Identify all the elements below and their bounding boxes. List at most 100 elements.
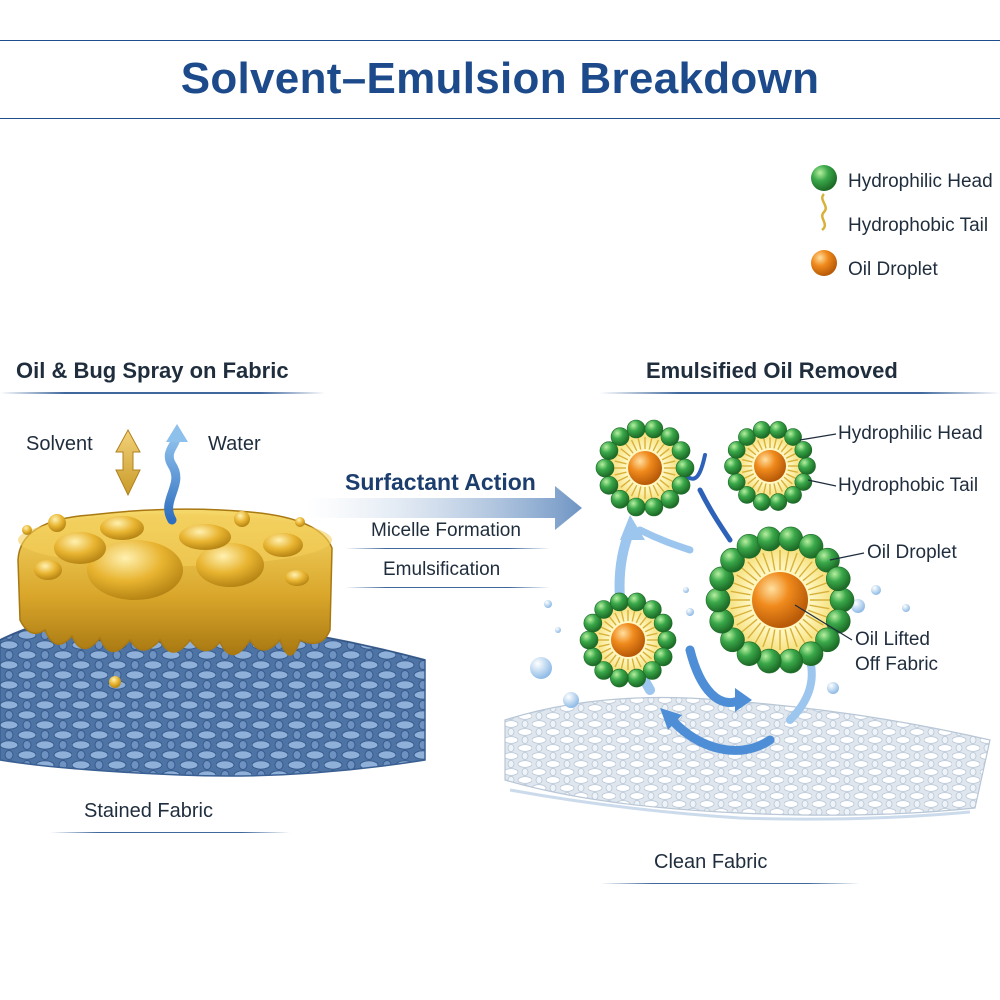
- hydrophobic-tail: [656, 482, 665, 493]
- hydrophilic-head: [724, 457, 742, 475]
- clean-caption-rule: [600, 883, 860, 884]
- hydrophobic-tail: [661, 453, 674, 461]
- hydrophobic-tail: [656, 443, 665, 454]
- micelle: [724, 421, 816, 511]
- hydrophobic-tail: [620, 448, 631, 457]
- green-sphere-icon: [811, 165, 837, 191]
- hydrophobic-tail: [747, 622, 762, 639]
- hydrophilic-head: [671, 441, 691, 460]
- hydrophobic-tail: [663, 471, 676, 476]
- hydrophilic-head: [736, 641, 762, 666]
- hydrophobic-tail: [608, 616, 617, 626]
- hydrophilic-head: [671, 476, 691, 495]
- hydrophilic-head: [778, 648, 804, 674]
- hydrophilic-head: [738, 486, 756, 504]
- hydrophilic-head: [644, 497, 664, 517]
- left-panel-title: Oil & Bug Spray on Fabric: [16, 358, 289, 383]
- hydrophobic-tail: [604, 620, 614, 629]
- hydrophobic-tail: [635, 656, 642, 668]
- hydrophilic-head: [769, 421, 788, 439]
- hydrophilic-head: [599, 476, 619, 495]
- hydrophobic-tail: [809, 604, 830, 610]
- hydrophobic-tail: [807, 582, 828, 591]
- left-title-rule: [0, 392, 325, 394]
- hydrophobic-tail: [783, 476, 793, 485]
- hydrophobic-tail: [741, 618, 758, 633]
- hydrophobic-tail: [661, 475, 674, 483]
- hydrophobic-tail: [742, 469, 753, 474]
- hydrophilic-head: [657, 630, 677, 650]
- hydrophobic-tail: [659, 479, 670, 488]
- hydrophobic-tail: [798, 622, 813, 639]
- solvent-label: Solvent: [26, 433, 93, 455]
- hydrophilic-head: [798, 457, 816, 475]
- hydrophilic-head: [579, 630, 599, 650]
- hydrophobic-tail: [747, 447, 757, 456]
- hydrophobic-tail: [787, 458, 798, 463]
- hydrophobic-tail: [741, 567, 758, 582]
- hydrophobic-tail: [773, 483, 778, 494]
- water-label: Water: [208, 433, 261, 455]
- hydrophilic-head: [825, 566, 851, 592]
- hydrophobic-tail: [770, 550, 776, 571]
- hydrophobic-tail: [732, 609, 753, 618]
- hydrophobic-tail: [652, 439, 660, 452]
- hydrophilic-head: [815, 547, 840, 573]
- micelle: [705, 526, 855, 674]
- hydrophobic-tail: [616, 453, 629, 461]
- hydrophobic-tail: [754, 625, 766, 644]
- hydrophobic-tail: [620, 479, 631, 488]
- micelle-group: [579, 419, 855, 688]
- hydrophilic-head: [644, 419, 664, 439]
- hydrophilic-head: [660, 427, 680, 447]
- hydrophobic-tail: [614, 656, 621, 668]
- hydrophilic-head: [720, 547, 745, 573]
- hydrophilic-head: [610, 592, 629, 612]
- orange-sphere-icon: [811, 250, 837, 276]
- oil-droplet-core: [754, 450, 786, 482]
- hydrophobic-tail: [802, 618, 819, 633]
- hydrophobic-tail: [762, 438, 767, 449]
- hydrophobic-tail: [785, 453, 796, 459]
- hydrophobic-tail: [747, 561, 762, 578]
- legend-item-tail: Hydrophobic Tail: [806, 204, 1000, 248]
- hydrophilic-head: [594, 661, 613, 680]
- hydrophilic-head: [815, 627, 840, 653]
- hydrophilic-head: [626, 497, 646, 517]
- hydrophilic-head: [653, 647, 673, 667]
- emulsification-rule: [345, 587, 550, 588]
- hydrophobic-tail: [742, 458, 753, 463]
- hydrophobic-tail: [646, 643, 658, 648]
- hydrophobic-tail: [732, 582, 753, 591]
- hydrophobic-tail: [635, 612, 642, 624]
- hydrophilic-head: [594, 600, 613, 619]
- hydrophobic-tail: [598, 643, 610, 648]
- hydrophobic-tail: [652, 484, 660, 497]
- hydrophobic-tail: [730, 590, 751, 596]
- hydrophobic-tail: [614, 612, 621, 624]
- hydrophilic-head: [727, 441, 746, 459]
- hydrophobic-tail: [637, 486, 642, 499]
- hydrophilic-head: [756, 526, 782, 552]
- hydrophobic-tail: [646, 632, 658, 637]
- hydrophobic-tail: [762, 627, 771, 648]
- hydrophobic-tail: [809, 590, 830, 596]
- hydrophilic-head: [709, 566, 735, 592]
- hydrophobic-tail: [785, 473, 796, 479]
- hydrophobic-tail: [642, 620, 652, 629]
- hydrophilic-head: [643, 600, 662, 619]
- legend-item-oil: Oil Droplet: [806, 248, 1000, 292]
- hydrophobic-tail: [736, 614, 755, 626]
- hydrophobic-tail: [637, 437, 642, 450]
- legend-label: Hydrophobic Tail: [848, 215, 989, 236]
- hydrophilic-head: [626, 419, 646, 439]
- hydrophilic-head: [709, 608, 735, 634]
- hydrophobic-tail: [625, 482, 634, 493]
- hydrophobic-tail: [616, 475, 629, 483]
- surfactant-action-arrow: [305, 486, 582, 530]
- hydrophobic-tail: [784, 629, 790, 650]
- top-rule: [0, 40, 1000, 41]
- hydrophilic-head: [660, 489, 680, 509]
- hydrophobic-tail: [614, 460, 627, 465]
